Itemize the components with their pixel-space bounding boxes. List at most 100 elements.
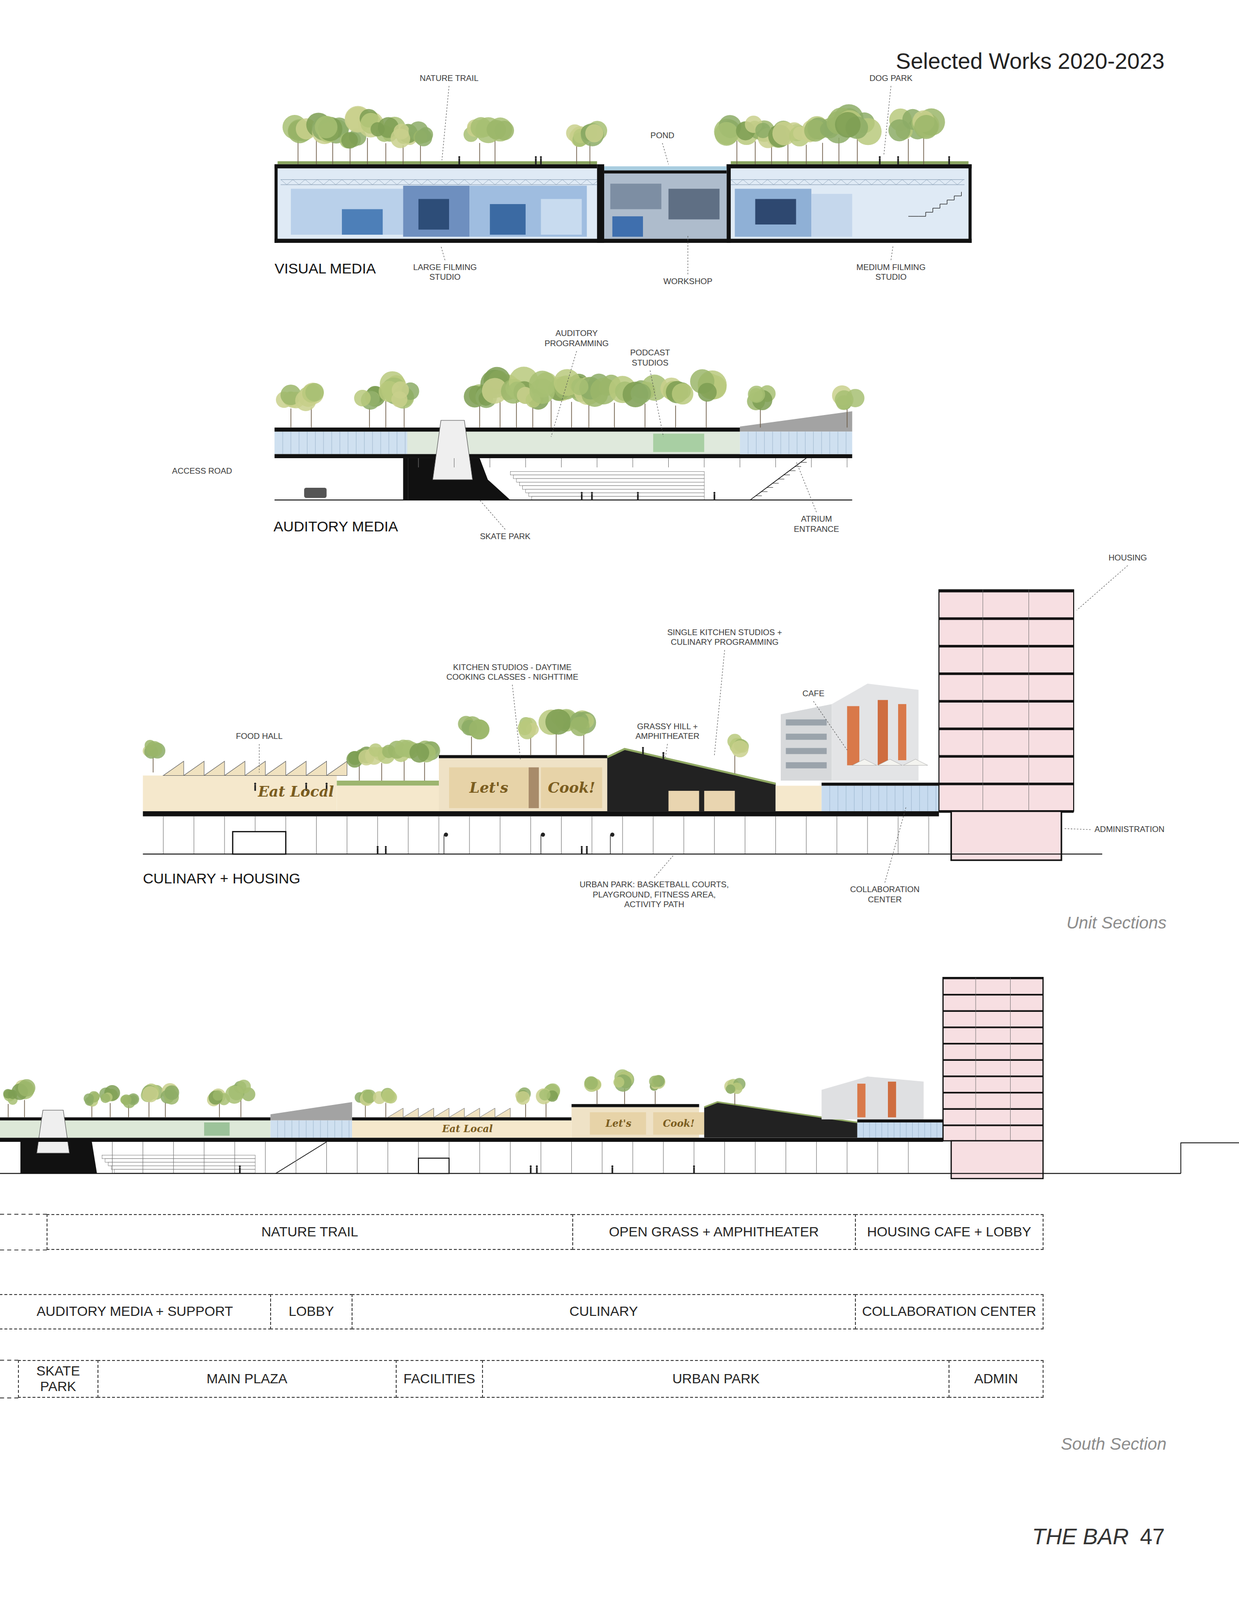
callout-label: KITCHEN STUDIOS - DAYTIME COOKING CLASSE… xyxy=(435,662,590,683)
truss xyxy=(476,179,483,185)
tree-trunk xyxy=(856,139,858,165)
sawtooth-roof xyxy=(418,1108,435,1118)
mullion xyxy=(894,786,896,812)
seating-step xyxy=(525,489,705,493)
mullion xyxy=(764,431,765,454)
person xyxy=(238,1165,241,1168)
person xyxy=(662,754,664,761)
mullion xyxy=(829,786,831,812)
tree-trunk xyxy=(545,1102,547,1118)
column xyxy=(785,1142,787,1174)
tree-trunk xyxy=(805,144,807,165)
column xyxy=(561,816,562,855)
column xyxy=(928,816,930,855)
workshop-image xyxy=(668,188,720,220)
column xyxy=(816,1142,817,1174)
tree-canopy xyxy=(539,1089,551,1101)
sawtooth-roof xyxy=(285,761,306,776)
tree xyxy=(475,117,515,165)
floor-slab xyxy=(943,1059,1044,1062)
sign-text: Let's xyxy=(605,1117,632,1130)
tree-trunk xyxy=(479,405,480,428)
section-title: VISUAL MEDIA xyxy=(274,259,376,278)
tree-canopy xyxy=(584,1076,598,1091)
sawtooth-roof xyxy=(224,761,245,776)
truss xyxy=(372,179,379,185)
tree-trunk xyxy=(419,144,421,165)
mullion xyxy=(305,1120,307,1139)
mullion xyxy=(936,1122,938,1139)
truss xyxy=(737,179,744,185)
tree xyxy=(649,1075,666,1105)
tree xyxy=(354,1089,376,1118)
leader-line xyxy=(885,806,907,884)
person xyxy=(642,747,644,750)
mullion xyxy=(331,431,333,454)
truss xyxy=(427,179,435,185)
truss xyxy=(495,179,502,185)
truss xyxy=(828,179,836,185)
mullion xyxy=(829,431,831,454)
leader-line xyxy=(884,85,892,156)
leader-line xyxy=(813,701,847,751)
truss xyxy=(390,179,398,185)
tree-trunk xyxy=(734,755,736,774)
tree-trunk xyxy=(589,143,591,165)
tree-canopy xyxy=(409,742,430,763)
tree-canopy xyxy=(2,1089,13,1099)
truss xyxy=(914,179,921,185)
tree-canopy xyxy=(747,385,766,403)
leader-line xyxy=(1063,828,1091,830)
apartment xyxy=(831,683,919,781)
mullion xyxy=(772,431,773,454)
stair xyxy=(939,204,941,209)
truss xyxy=(415,179,422,185)
truss xyxy=(397,179,404,185)
callout-label: SKATE PARK xyxy=(478,531,532,542)
tree-canopy xyxy=(212,1090,224,1101)
umbrella xyxy=(903,759,929,766)
person xyxy=(637,494,639,501)
truss xyxy=(439,179,447,185)
leader-line xyxy=(714,650,725,756)
mullion xyxy=(796,431,798,454)
column xyxy=(811,458,812,468)
kiosk xyxy=(418,1158,450,1175)
tree-trunk xyxy=(148,1101,150,1118)
floor-slab xyxy=(943,1108,1044,1111)
truss xyxy=(409,179,416,185)
workshop-image xyxy=(604,173,727,240)
band-line xyxy=(0,1213,48,1215)
mullion xyxy=(1010,977,1011,1142)
sawtooth-roof xyxy=(449,1108,465,1118)
mullion xyxy=(347,431,349,454)
green-roof xyxy=(730,161,969,165)
stair xyxy=(908,216,919,217)
wall xyxy=(968,164,972,243)
mullion xyxy=(298,431,300,454)
tree-trunk xyxy=(494,140,496,165)
column xyxy=(479,1142,481,1174)
band-text: SKATE PARK xyxy=(21,1363,95,1395)
tree-canopy xyxy=(100,1093,111,1104)
column xyxy=(591,816,593,855)
mullion xyxy=(364,431,365,454)
column xyxy=(540,1142,542,1174)
seating-step xyxy=(513,475,705,479)
tree xyxy=(142,740,166,773)
tree xyxy=(911,108,946,165)
tree-canopy xyxy=(580,123,605,147)
tree-trunk xyxy=(734,1093,736,1106)
tree-canopy xyxy=(545,708,572,735)
tree-trunk xyxy=(675,405,676,428)
person xyxy=(530,1167,532,1175)
tree-trunk xyxy=(219,1103,220,1118)
tree-trunk xyxy=(525,1104,526,1118)
tree-canopy xyxy=(517,721,532,736)
tree-trunk xyxy=(654,1091,656,1105)
leader-line xyxy=(258,744,260,773)
person xyxy=(585,846,588,849)
truss xyxy=(519,179,526,185)
lamp-post xyxy=(443,835,445,855)
leader-line xyxy=(890,245,893,260)
